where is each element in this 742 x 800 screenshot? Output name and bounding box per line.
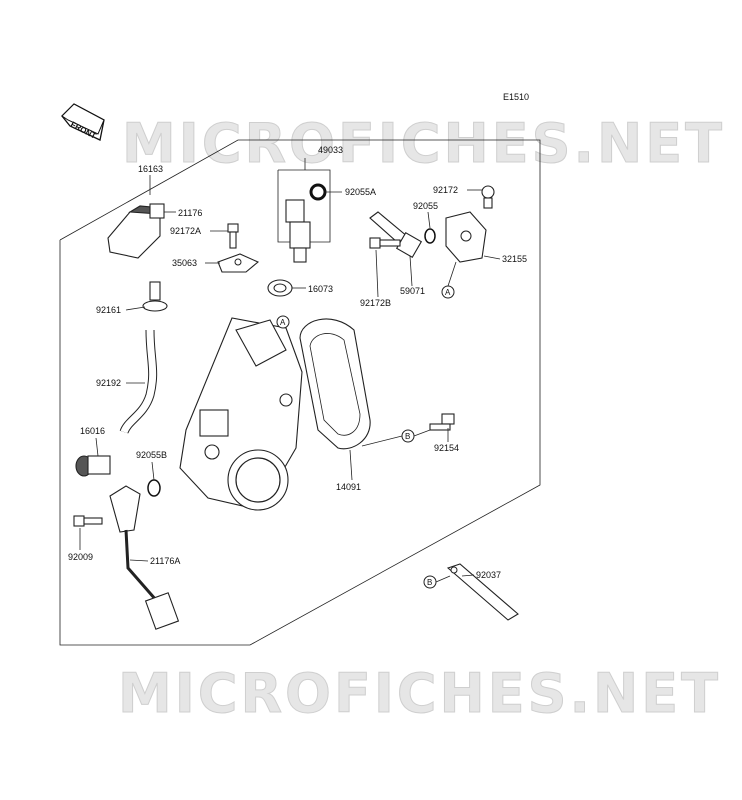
part-label-35063: 35063: [172, 258, 197, 268]
screw-92172: [481, 185, 495, 209]
diagram-code: E1510: [503, 92, 529, 102]
svg-text:B: B: [427, 578, 432, 587]
part-label-21176A: 21176A: [150, 556, 180, 566]
callout-b-strap: B: [423, 575, 451, 589]
part-label-21176: 21176: [178, 208, 202, 218]
stud-92161: [142, 281, 168, 312]
housing-32155: [445, 211, 487, 263]
part-label-92172B: 92172B: [360, 298, 391, 308]
part-label-92009: 92009: [68, 552, 93, 562]
hose-92192: [119, 329, 158, 434]
part-label-32155: 32155: [502, 254, 527, 264]
o-ring-92055: [424, 228, 436, 244]
injector-49033: [285, 199, 311, 263]
part-label-14091: 14091: [336, 482, 361, 492]
throttle-body-assembly: [179, 317, 303, 511]
screw-92009: [73, 515, 103, 527]
part-label-49033: 49033: [318, 145, 343, 155]
part-label-92161: 92161: [96, 305, 121, 315]
svg-text:B: B: [405, 432, 410, 441]
part-label-92172: 92172: [433, 185, 458, 195]
collar-16073: [267, 279, 293, 297]
part-label-92172A: 92172A: [170, 226, 201, 236]
bolt-92154: [429, 413, 455, 431]
callout-a-body: A: [276, 315, 290, 329]
part-label-92037: 92037: [476, 570, 501, 580]
o-ring-92055a: [309, 183, 327, 201]
sensor-59071: [369, 211, 423, 259]
bracket-35063: [217, 253, 260, 273]
part-label-92055: 92055: [413, 201, 438, 211]
svg-text:A: A: [445, 288, 451, 297]
screw-92172b: [369, 237, 401, 249]
part-label-92154: 92154: [434, 443, 459, 453]
o-ring-92055b: [147, 479, 161, 497]
plug-16016: [75, 455, 111, 477]
strap-92037: [446, 563, 519, 621]
callout-b-body: B: [361, 429, 431, 447]
watermark-bottom: MICROFICHES.NET: [118, 662, 721, 725]
part-label-16073: 16073: [308, 284, 333, 294]
part-label-16163: 16163: [138, 164, 163, 174]
part-label-92055A: 92055A: [345, 187, 376, 197]
part-label-59071: 59071: [400, 286, 425, 296]
front-arrow-icon: FRONT: [61, 103, 105, 141]
sensor-21176a: [109, 485, 180, 630]
screw-92172a: [227, 223, 239, 249]
part-label-16016: 16016: [80, 426, 105, 436]
callout-a-right: A: [441, 261, 457, 299]
part-label-92055B: 92055B: [136, 450, 167, 460]
bracket-49033: [277, 158, 331, 243]
part-label-92192: 92192: [96, 378, 121, 388]
assembly-frame: [59, 139, 541, 646]
cover-14091: [299, 318, 371, 450]
svg-text:A: A: [280, 318, 286, 327]
throttle-sensor-21176: [107, 203, 165, 259]
watermark-top: MICROFICHES.NET: [122, 112, 725, 175]
